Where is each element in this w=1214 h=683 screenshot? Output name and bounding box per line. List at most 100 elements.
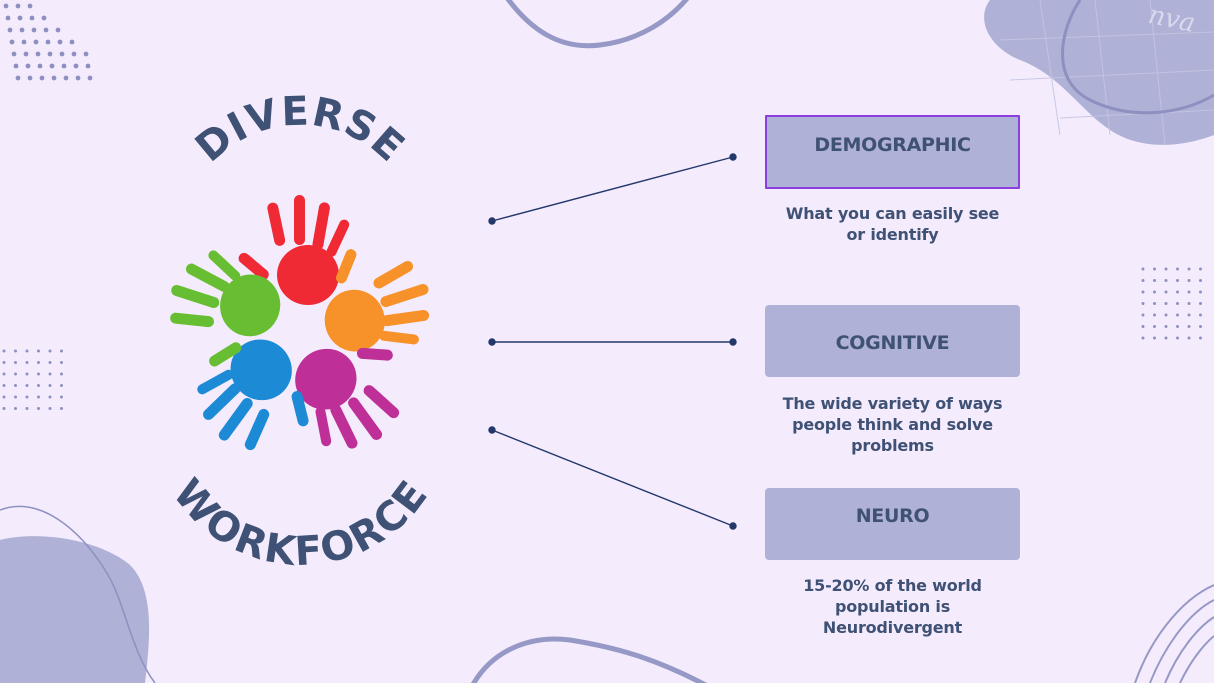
dot [14,361,17,364]
dot [13,63,19,69]
dot [1164,267,1168,271]
dot [23,51,29,57]
dot [48,361,52,364]
dot [48,407,52,410]
dot [37,63,43,69]
dot [1176,302,1179,305]
cognitive-description: The wide variety of ways people think an… [782,394,1003,455]
connector-dot [488,217,496,225]
wavy-line-bottom-left [0,505,156,683]
dot [60,395,63,399]
dot [17,15,23,21]
dot [73,63,79,69]
dot [2,407,6,410]
dot [2,372,6,376]
dot [37,361,40,364]
dot [1187,267,1191,271]
cognitive-title: COGNITIVE [835,332,950,354]
dot [7,27,13,33]
orange-hand-icon [324,249,430,352]
dot [41,15,47,21]
dot [60,361,63,364]
demographic-card[interactable]: DEMOGRAPHIC [765,115,1020,189]
dot [1141,267,1145,271]
dot-grid-right [1141,267,1202,340]
dot [1176,279,1179,282]
dot [9,39,15,45]
dot [1187,290,1191,294]
dot [1141,302,1145,305]
dot [1164,302,1168,305]
wavy-line-top [505,0,690,49]
dot [37,407,40,410]
dot [1141,290,1145,294]
dot [2,384,6,387]
connector-dot [488,426,496,434]
dot [85,63,91,69]
dot [60,372,63,376]
dot [39,75,45,81]
dot [48,349,52,353]
blue-hand-icon [197,339,309,451]
dot [1153,336,1156,340]
neuro-title: NEURO [855,505,930,527]
dot [1176,290,1179,294]
arcs-bottom-right [1134,584,1214,683]
dot [1164,290,1168,294]
dot [1187,279,1191,282]
dot [1141,336,1145,340]
wavy-line-bottom [471,636,708,683]
dot [2,349,6,353]
dot [1199,267,1202,271]
dot [49,63,55,69]
dot [1199,336,1202,340]
dot [60,384,63,387]
cognitive-card[interactable]: COGNITIVE [765,305,1020,377]
dot [71,51,77,57]
dot [37,384,40,387]
dot [37,372,40,376]
dot [33,39,39,45]
dot [51,75,57,81]
dot [1153,290,1156,294]
dot [35,51,41,57]
dot [1141,313,1145,317]
neuro-description: 15-20% of the world population is Neurod… [803,576,982,637]
dot [27,3,33,9]
dot [1164,336,1168,340]
dot [11,51,17,57]
dot [60,349,63,353]
dot [1153,302,1156,305]
demographic-description: What you can easily see or identify [785,204,1000,244]
dot-grid-left [2,349,63,410]
dot [37,349,40,353]
dot [69,39,75,45]
connector-dot [729,338,737,346]
dot [55,27,61,33]
dot [14,349,17,353]
dot [45,39,51,45]
green-hand-icon [170,250,281,367]
dot [1187,302,1191,305]
dot [1153,279,1156,282]
dot [43,27,49,33]
connector-demographic [491,156,734,222]
dot [25,395,29,399]
dot [1187,313,1191,317]
handprints [170,195,430,451]
dot [14,407,17,410]
neuro-card[interactable]: NEURO [765,488,1020,560]
dot [1164,279,1168,282]
dot [31,27,37,33]
dot [63,75,69,81]
dot [21,39,27,45]
dot [1199,279,1202,282]
dot [14,395,17,399]
dot [1187,325,1191,328]
dot [1153,267,1156,271]
dot-grid-top-left [3,3,93,81]
dot [25,384,29,387]
dot [87,75,93,81]
dot [1141,279,1145,282]
